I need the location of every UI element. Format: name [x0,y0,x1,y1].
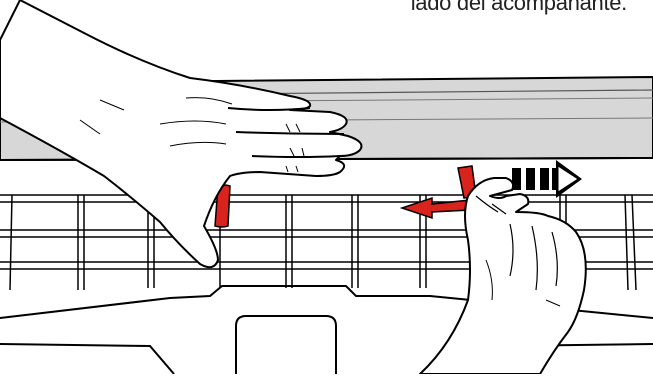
caption-text: lado del acompañante. [410,0,628,15]
red-pull-arrow [399,196,471,220]
direction-arrow [512,160,582,198]
right-hand [419,177,587,375]
left-hand [0,0,363,269]
